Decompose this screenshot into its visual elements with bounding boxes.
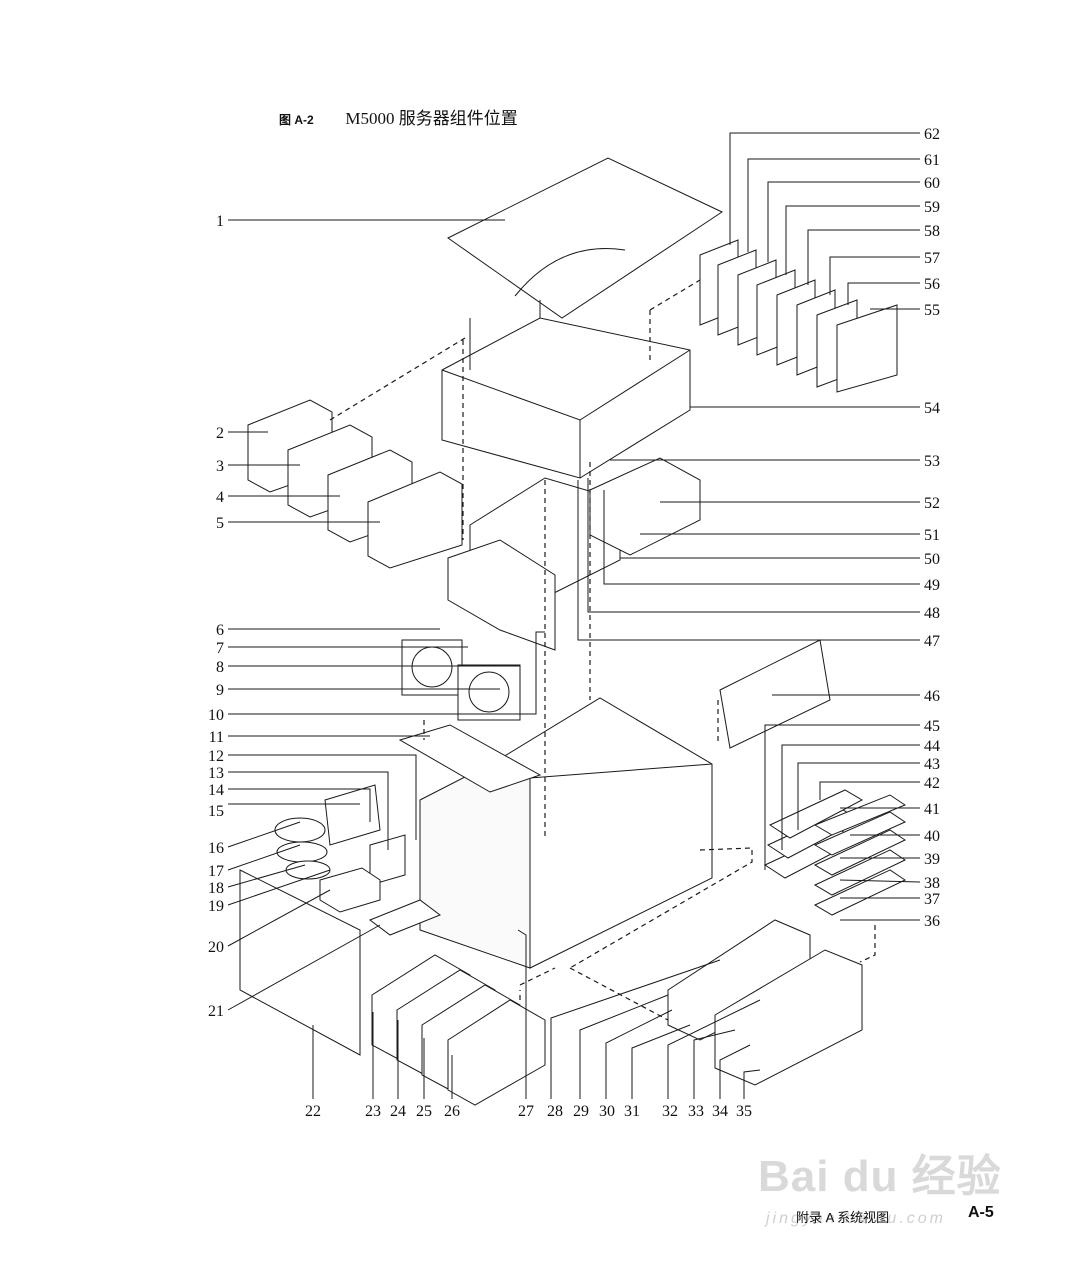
front-bezel-part	[239, 869, 361, 1056]
callout-label-32: 32	[662, 1103, 678, 1120]
callout-label-12: 12	[208, 748, 224, 765]
callout-label-19: 19	[208, 898, 224, 915]
callout-label-54: 54	[924, 400, 940, 417]
callout-label-5: 5	[216, 515, 224, 532]
callout-label-57: 57	[924, 250, 940, 267]
callout-label-51: 51	[924, 527, 940, 544]
callout-label-18: 18	[208, 880, 224, 897]
leader-lines	[227, 132, 921, 1099]
callout-label-4: 4	[216, 489, 224, 506]
callout-label-14: 14	[208, 782, 224, 799]
watermark-logo: Bai du 经验	[758, 1140, 1002, 1204]
callout-label-28: 28	[547, 1103, 563, 1120]
figure-title: M5000 服务器组件位置	[345, 109, 518, 128]
small-components-part	[274, 724, 542, 936]
dc-drives-part	[667, 919, 863, 1086]
callout-label-21: 21	[208, 1003, 224, 1020]
callout-label-17: 17	[208, 863, 224, 880]
callout-label-25: 25	[416, 1103, 432, 1120]
callout-label-48: 48	[924, 605, 940, 622]
callout-label-2: 2	[216, 425, 224, 442]
callout-label-7: 7	[216, 640, 224, 657]
callout-label-50: 50	[924, 551, 940, 568]
callout-label-60: 60	[924, 175, 940, 192]
callout-label-58: 58	[924, 223, 940, 240]
callout-label-24: 24	[390, 1103, 406, 1120]
callout-label-34: 34	[712, 1103, 728, 1120]
callout-label-8: 8	[216, 659, 224, 676]
callout-label-41: 41	[924, 801, 940, 818]
cpu-memory-cards-part	[699, 239, 898, 393]
callout-label-20: 20	[208, 939, 224, 956]
callout-label-42: 42	[924, 775, 940, 792]
callout-label-3: 3	[216, 458, 224, 475]
callout-label-49: 49	[924, 577, 940, 594]
figure-caption: 图 A-2 M5000 服务器组件位置	[279, 104, 518, 129]
callout-label-9: 9	[216, 682, 224, 699]
callout-label-56: 56	[924, 276, 940, 293]
callout-label-45: 45	[924, 718, 940, 735]
callout-label-59: 59	[924, 199, 940, 216]
callout-label-46: 46	[924, 688, 940, 705]
power-supplies-part	[371, 954, 546, 1106]
callout-label-26: 26	[444, 1103, 460, 1120]
footer-page-number: A-5	[968, 1204, 994, 1221]
callout-label-38: 38	[924, 875, 940, 892]
callout-label-15: 15	[208, 803, 224, 820]
callout-label-13: 13	[208, 765, 224, 782]
io-board-part	[589, 457, 701, 556]
callout-label-44: 44	[924, 738, 940, 755]
callout-label-16: 16	[208, 840, 224, 857]
callout-label-55: 55	[924, 302, 940, 319]
callout-label-33: 33	[688, 1103, 704, 1120]
front-fans-part	[401, 639, 521, 721]
fan-modules-part	[247, 399, 463, 569]
callout-label-61: 61	[924, 152, 940, 169]
callout-label-27: 27	[518, 1103, 534, 1120]
callout-label-53: 53	[924, 453, 940, 470]
callout-label-31: 31	[624, 1103, 640, 1120]
callout-label-29: 29	[573, 1103, 589, 1120]
top-cover-part	[447, 157, 724, 319]
component-drawings	[239, 157, 907, 1106]
dashed-guides	[329, 279, 876, 1021]
pci-cassettes-part	[763, 789, 907, 916]
watermark-logo-text: Bai du 经验	[758, 1152, 1002, 1201]
callout-label-40: 40	[924, 828, 940, 845]
callout-label-11: 11	[209, 729, 224, 746]
backplane-part	[447, 539, 556, 651]
callout-label-1: 1	[216, 213, 224, 230]
callout-label-23: 23	[365, 1103, 381, 1120]
upper-frame-part	[441, 317, 691, 479]
callout-label-39: 39	[924, 851, 940, 868]
callout-label-22: 22	[305, 1103, 321, 1120]
side-panel-part	[719, 639, 831, 749]
callout-label-62: 62	[924, 126, 940, 143]
callout-label-30: 30	[599, 1103, 615, 1120]
callout-label-43: 43	[924, 756, 940, 773]
callout-label-35: 35	[736, 1103, 752, 1120]
callout-label-10: 10	[208, 707, 224, 724]
callout-label-47: 47	[924, 633, 940, 650]
callout-label-36: 36	[924, 913, 940, 930]
callout-label-37: 37	[924, 891, 940, 908]
callout-label-52: 52	[924, 495, 940, 512]
watermark-url: jingyan.baidu.com	[766, 1210, 946, 1227]
footer-section-title: 附录 A 系统视图	[796, 1210, 890, 1225]
callout-label-6: 6	[216, 622, 224, 639]
figure-number: 图 A-2	[279, 113, 314, 127]
